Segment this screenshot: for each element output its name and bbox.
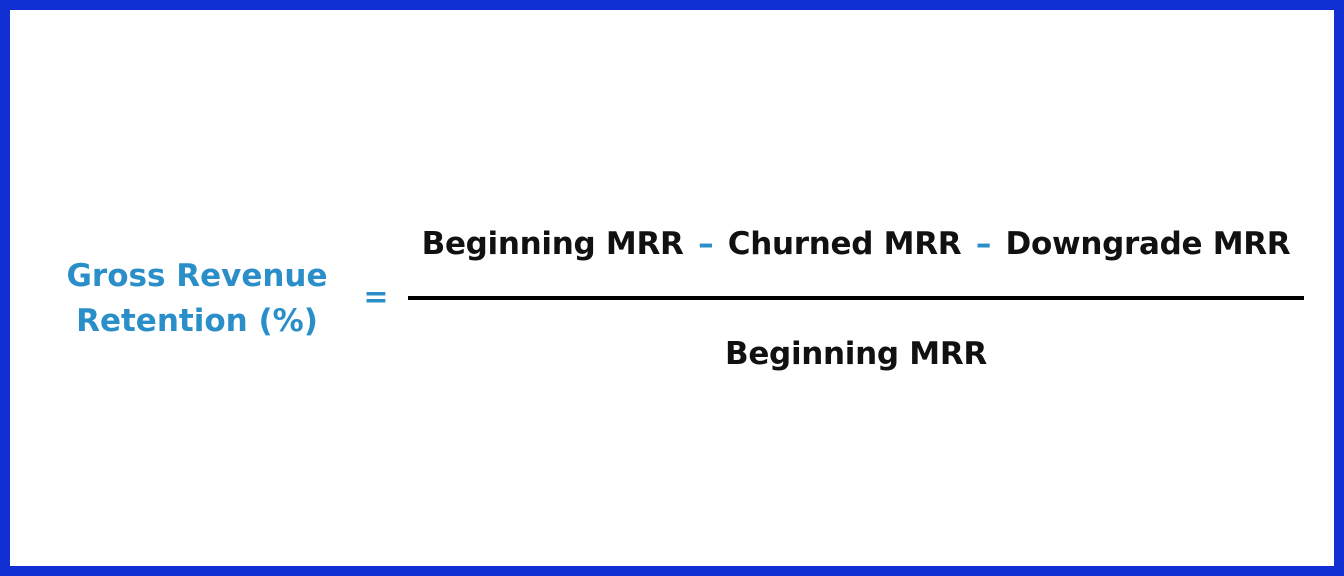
equals-sign: = — [363, 280, 389, 315]
fraction-line — [408, 296, 1304, 300]
numerator-term-churned-mrr: Churned MRR — [727, 226, 962, 262]
numerator: Beginning MRR – Churned MRR – Downgrade … — [410, 222, 1302, 266]
formula-lhs: Gross Revenue Retention (%) — [52, 254, 342, 344]
minus-operator-1: – — [698, 226, 714, 262]
minus-operator-2: – — [975, 226, 992, 262]
lhs-line-1: Gross Revenue — [66, 258, 328, 294]
numerator-term-downgrade-mrr: Downgrade MRR — [1005, 226, 1291, 262]
lhs-line-2: Retention (%) — [76, 303, 318, 339]
denominator: Beginning MRR — [725, 336, 987, 372]
numerator-term-beginning-mrr: Beginning MRR — [421, 226, 684, 262]
